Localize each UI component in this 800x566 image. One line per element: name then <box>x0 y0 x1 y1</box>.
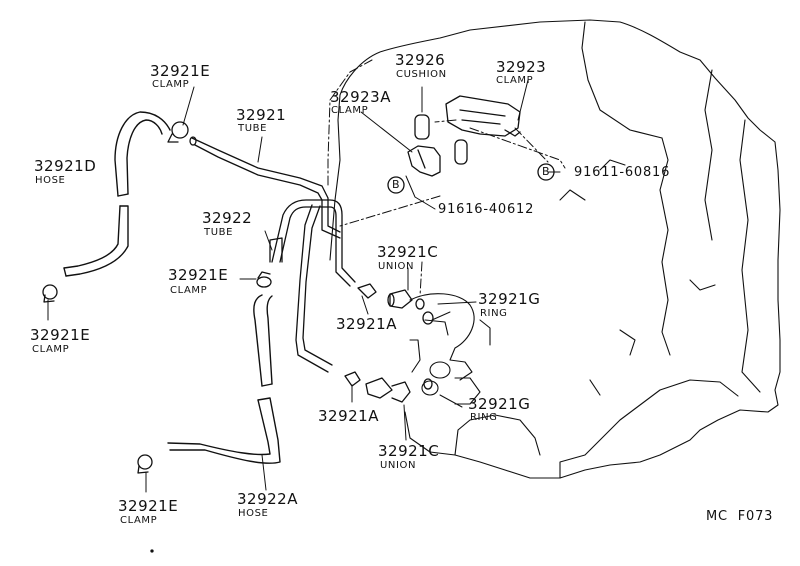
fitting-32921A-bot <box>344 371 361 387</box>
bolt-1-letter: B <box>542 165 551 178</box>
label-32921C-top-name: UNION <box>378 261 415 272</box>
label-32921D-name: HOSE <box>35 175 66 186</box>
label-32921A-top-num: 32921A <box>336 315 397 333</box>
label-32921G-bot-num: 32921G <box>468 395 531 413</box>
bolt-2-letter: B <box>392 178 401 191</box>
hose-32922A <box>167 294 281 464</box>
leader-lines-dashed <box>327 59 566 297</box>
tube-32921 <box>189 136 341 239</box>
bolt-symbol-1 <box>537 163 555 181</box>
label-32921E-top-name: CLAMP <box>152 79 190 90</box>
label-32921E-left-num: 32921E <box>30 326 91 344</box>
ring-32921G-top <box>422 311 434 325</box>
label-32921E-bot-num: 32921E <box>118 497 179 515</box>
label-32921E-bot-name: CLAMP <box>120 515 158 526</box>
tube-32922 <box>269 199 356 373</box>
part-code-91616-40612: 91616-40612 <box>438 202 535 217</box>
part-code-91611-60816: 91611-60816 <box>574 165 671 180</box>
label-32926-name: CUSHION <box>396 69 447 80</box>
clamp-32921E-bot <box>137 454 153 474</box>
clamp-32921E-top <box>167 121 189 143</box>
label-32923A-name: CLAMP <box>331 105 369 116</box>
label-32921A-bot-num: 32921A <box>318 407 379 425</box>
hose-32921D <box>63 111 171 277</box>
label-32922A-num: 32922A <box>237 490 298 508</box>
label-32922A-name: HOSE <box>238 508 269 519</box>
label-32923A-num: 32923A <box>330 88 391 106</box>
stray-dot <box>150 549 154 553</box>
label-32921-num: 32921 <box>236 106 287 124</box>
label-32921C-bot-name: UNION <box>380 460 417 471</box>
label-32922-name: TUBE <box>204 227 234 238</box>
label-32926-num: 32926 <box>395 51 446 69</box>
clamp-32923A <box>407 145 441 177</box>
clamp-32921E-left <box>42 284 58 303</box>
union-32921C-bot <box>365 377 433 403</box>
leader-lines <box>47 79 561 493</box>
label-32921C-top-num: 32921C <box>377 243 439 261</box>
union-32921C-top <box>387 289 425 310</box>
label-32921E-top-num: 32921E <box>150 62 211 80</box>
label-32921-name: TUBE <box>238 123 268 134</box>
clamp-32921E-mid <box>256 271 272 288</box>
diagram-code: MC F073 <box>706 509 774 524</box>
transmission-outline <box>329 19 781 479</box>
label-32921E-left-name: CLAMP <box>32 344 70 355</box>
bolt-symbol-2 <box>387 176 405 194</box>
label-32921C-bot-num: 32921C <box>378 442 440 460</box>
fitting-32921A-top <box>357 283 377 299</box>
label-32923-num: 32923 <box>496 58 547 76</box>
label-32921D-num: 32921D <box>34 157 97 175</box>
label-32921E-mid-num: 32921E <box>168 266 229 284</box>
clamp-32923 <box>445 95 521 137</box>
label-32921G-top-num: 32921G <box>478 290 541 308</box>
label-32921G-top-name: RING <box>480 308 508 319</box>
label-32923-name: CLAMP <box>496 75 534 86</box>
label-32921G-bot-name: RING <box>470 412 498 423</box>
label-32921E-mid-name: CLAMP <box>170 285 208 296</box>
label-32922-num: 32922 <box>202 209 253 227</box>
cushion-32926 <box>414 114 468 165</box>
